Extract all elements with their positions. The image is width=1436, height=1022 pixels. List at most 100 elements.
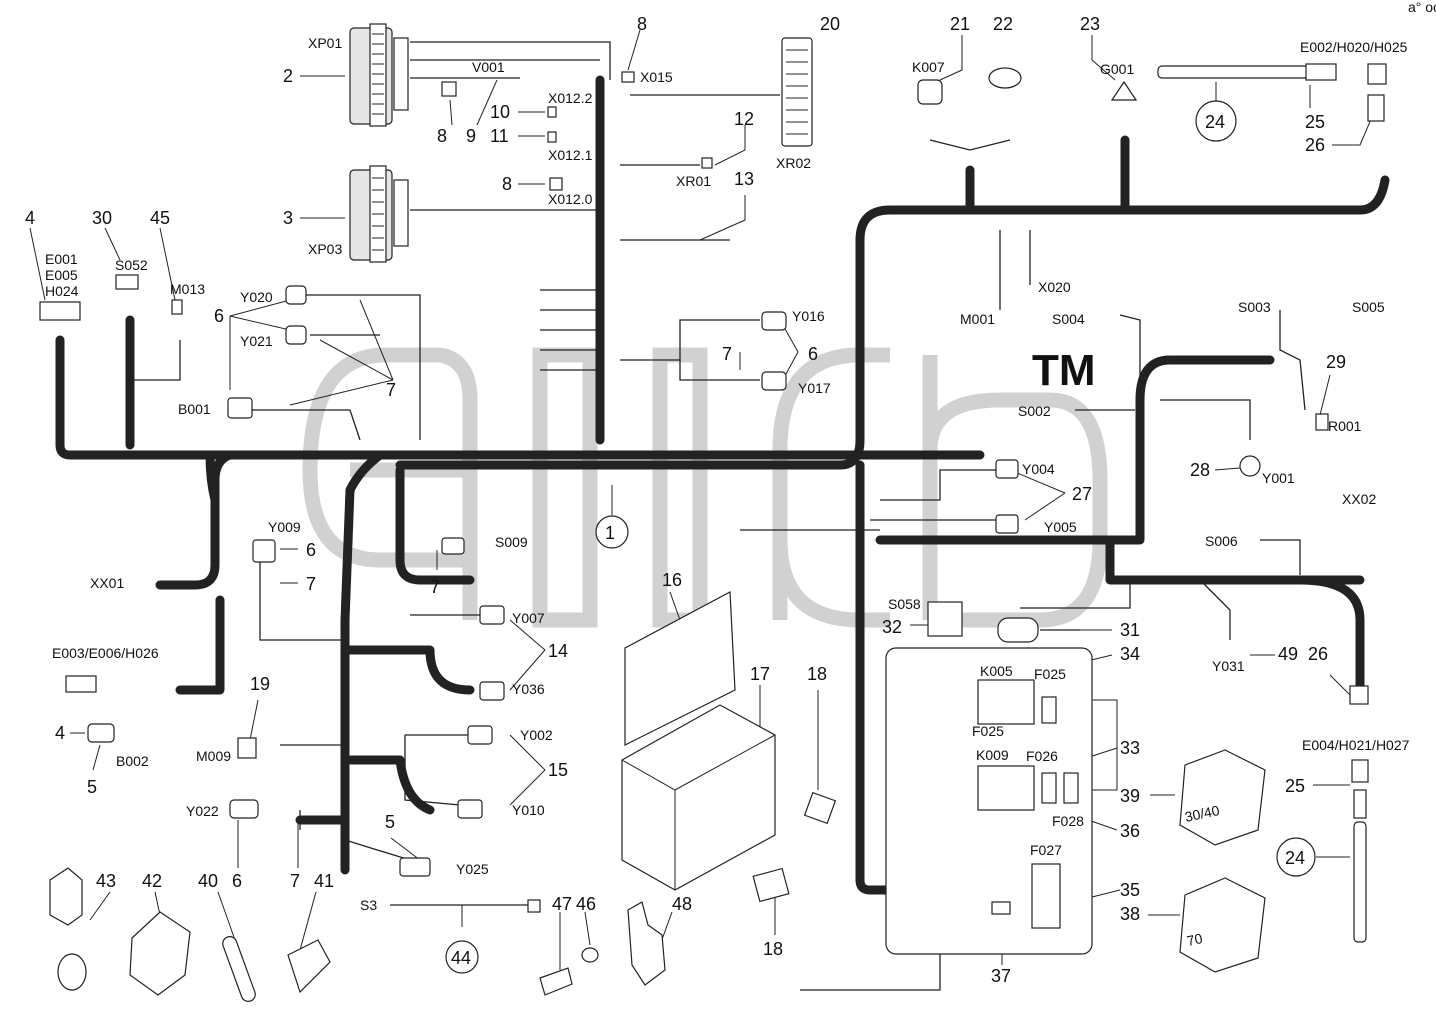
label-f026: F026: [1026, 748, 1058, 764]
label-e002-h020-h025: E002/H020/H025: [1300, 39, 1408, 55]
label-e004-h021-h027: E004/H021/H027: [1302, 737, 1410, 753]
callout-24-bottom: 24: [1285, 848, 1305, 868]
callout-2: 2: [283, 66, 293, 86]
callout-8-top: 8: [637, 14, 647, 34]
valve-y004: [995, 459, 1019, 479]
valve-y021: [285, 325, 307, 345]
alternator-g001: [1110, 80, 1138, 101]
callout-4-bottom: 4: [55, 723, 65, 743]
callout-18-bottom: 18: [763, 939, 783, 959]
label-s004: S004: [1052, 311, 1085, 327]
fuse-link-40: [222, 936, 256, 1002]
connector-xp03: [349, 165, 409, 263]
valve-y017: [761, 371, 787, 391]
label-e003-e006-h026: E003/E006/H026: [52, 645, 159, 661]
connector-44: [527, 899, 541, 913]
valve-y001: [1239, 455, 1261, 477]
label-y004: Y004: [1022, 461, 1055, 477]
callout-circle-44: [445, 940, 479, 974]
lamp-e001: [39, 301, 81, 321]
watermark-logo: TM: [302, 346, 1108, 628]
label-x020: X020: [1038, 279, 1071, 295]
label-y022: Y022: [186, 803, 219, 819]
callout-16: 16: [662, 570, 682, 590]
callout-15: 15: [548, 760, 568, 780]
relay-label-30-40: 30/40: [1183, 802, 1221, 825]
main-harness: [55, 75, 1390, 895]
callout-26-mid: 26: [1308, 644, 1328, 664]
corner-mark: a° ooo: [1408, 0, 1436, 15]
callout-13: 13: [734, 169, 754, 189]
label-g001: G001: [1100, 61, 1134, 77]
callout-12: 12: [734, 109, 754, 129]
callout-26-top: 26: [1305, 135, 1325, 155]
callout-34: 34: [1120, 644, 1140, 664]
label-y007: Y007: [512, 610, 545, 626]
valve-y009: [252, 539, 276, 563]
washer-46: [581, 947, 599, 963]
callout-30: 30: [92, 208, 112, 228]
label-e001: E001: [45, 251, 78, 267]
callout-49: 49: [1278, 644, 1298, 664]
callout-28: 28: [1190, 460, 1210, 480]
callout-8-low: 8: [502, 174, 512, 194]
callout-40: 40: [198, 871, 218, 891]
callout-29: 29: [1326, 352, 1346, 372]
connector-26-top: [1367, 94, 1385, 122]
connector-x012-0: [549, 177, 563, 191]
callout-5-left: 5: [87, 777, 97, 797]
label-s052: S052: [115, 257, 148, 273]
callout-14: 14: [548, 641, 568, 661]
callout-19: 19: [250, 674, 270, 694]
connector-8: [441, 81, 457, 97]
callout-47: 47: [552, 894, 572, 914]
box-17: [621, 704, 776, 891]
valve-y007: [479, 605, 505, 625]
socket-31: [997, 617, 1039, 643]
callout-circle-24-bottom: [1276, 837, 1316, 877]
switch-s058: [927, 601, 963, 637]
washer-18-bottom: [752, 867, 790, 903]
relay-k005: [977, 679, 1035, 725]
resistor-r001: [1315, 413, 1329, 431]
labels: a° ooo XP01 2 8 X015 V001 8 9 10 11 X012…: [25, 0, 1436, 986]
connector-xp01: [349, 23, 409, 127]
callout-10: 10: [490, 102, 510, 122]
callout-7-bottom: 7: [290, 871, 300, 891]
valve-y005: [995, 514, 1019, 534]
label-xx02: XX02: [1342, 491, 1376, 507]
callout-3: 3: [283, 208, 293, 228]
callout-11: 11: [490, 126, 509, 146]
callout-8-mid: 8: [437, 126, 447, 146]
sensor-22: [988, 67, 1022, 89]
callout-38: 38: [1120, 904, 1140, 924]
connector-26-bottom: [1349, 685, 1369, 705]
label-k007: K007: [912, 59, 945, 75]
label-xp03: XP03: [308, 241, 342, 257]
label-y005: Y005: [1044, 519, 1077, 535]
motor-m013: [171, 299, 183, 315]
callout-18-top: 18: [807, 664, 827, 684]
relay-39: [1179, 749, 1266, 846]
label-x012-0: X012.0: [548, 191, 593, 207]
motor-m009: [237, 737, 257, 759]
plate-16: [624, 591, 736, 746]
relay-42: [129, 911, 191, 996]
cable-24-bottom: [1353, 821, 1367, 943]
callout-7-s009: 7: [430, 577, 440, 597]
callout-27: 27: [1072, 484, 1092, 504]
label-s009: S009: [495, 534, 528, 550]
callout-39: 39: [1120, 786, 1140, 806]
switch-s009: [441, 537, 465, 555]
label-k005: K005: [980, 663, 1013, 679]
label-f028: F028: [1052, 813, 1084, 829]
callout-37: 37: [991, 966, 1011, 986]
relay-label-70: 70: [1185, 930, 1204, 949]
label-y001: Y001: [1262, 470, 1295, 486]
fuse-f028: [1063, 772, 1079, 804]
label-x012-2: X012.2: [548, 90, 593, 106]
label-f025: F025: [1034, 666, 1066, 682]
callout-43: 43: [96, 871, 116, 891]
